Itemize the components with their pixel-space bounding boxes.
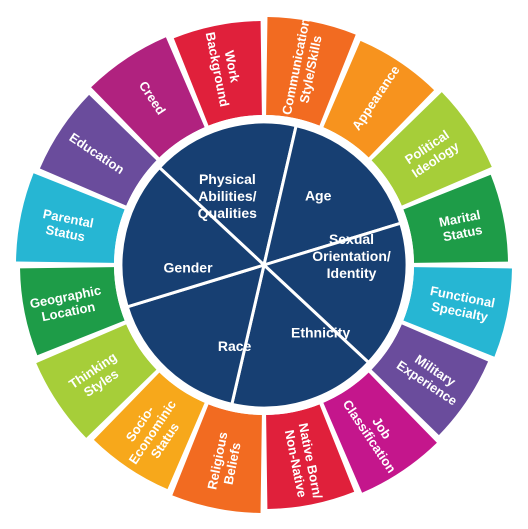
- inner-label-age: Age: [305, 188, 332, 204]
- outer-segment-thinking-styles: [36, 324, 157, 438]
- outer-segment-military-experience: [371, 324, 489, 436]
- inner-label-race: Race: [218, 338, 252, 354]
- outer-segment-communication-style-skills: [266, 17, 356, 126]
- inner-segment-race: [125, 262, 267, 407]
- inner-segment-gender: [119, 165, 267, 309]
- outer-segment-appearance: [323, 40, 435, 158]
- outer-segment-marital-status: [403, 174, 508, 263]
- outer-label-communication-style-skills: CommunicationStyle/Skills: [279, 17, 328, 119]
- inner-label-gender: Gender: [164, 260, 214, 276]
- outer-segment-job-classification: [323, 372, 437, 493]
- inner-label-ethnicity: Ethnicity: [291, 324, 350, 340]
- inner-segment-sexual-orientation-identity: [261, 221, 409, 365]
- outer-segment-education: [39, 94, 157, 206]
- inner-segment-age: [261, 123, 403, 268]
- outer-segment-political-ideology: [371, 92, 492, 206]
- outer-segment-socio-econominic-status: [93, 372, 205, 490]
- inner-segment-ethnicity: [230, 262, 371, 410]
- outer-segment-geographic-location: [20, 267, 125, 356]
- inner-segment-physical-abilities-qualities: [157, 120, 298, 268]
- outer-segment-creed: [91, 37, 205, 158]
- outer-segment-native-born-non-native: [266, 404, 355, 509]
- outer-segment-functional-specialty: [403, 267, 512, 357]
- outer-segment-religious-beliefs: [172, 404, 262, 513]
- outer-segment-parental-status: [16, 173, 125, 263]
- outer-segment-work-background: [173, 21, 262, 126]
